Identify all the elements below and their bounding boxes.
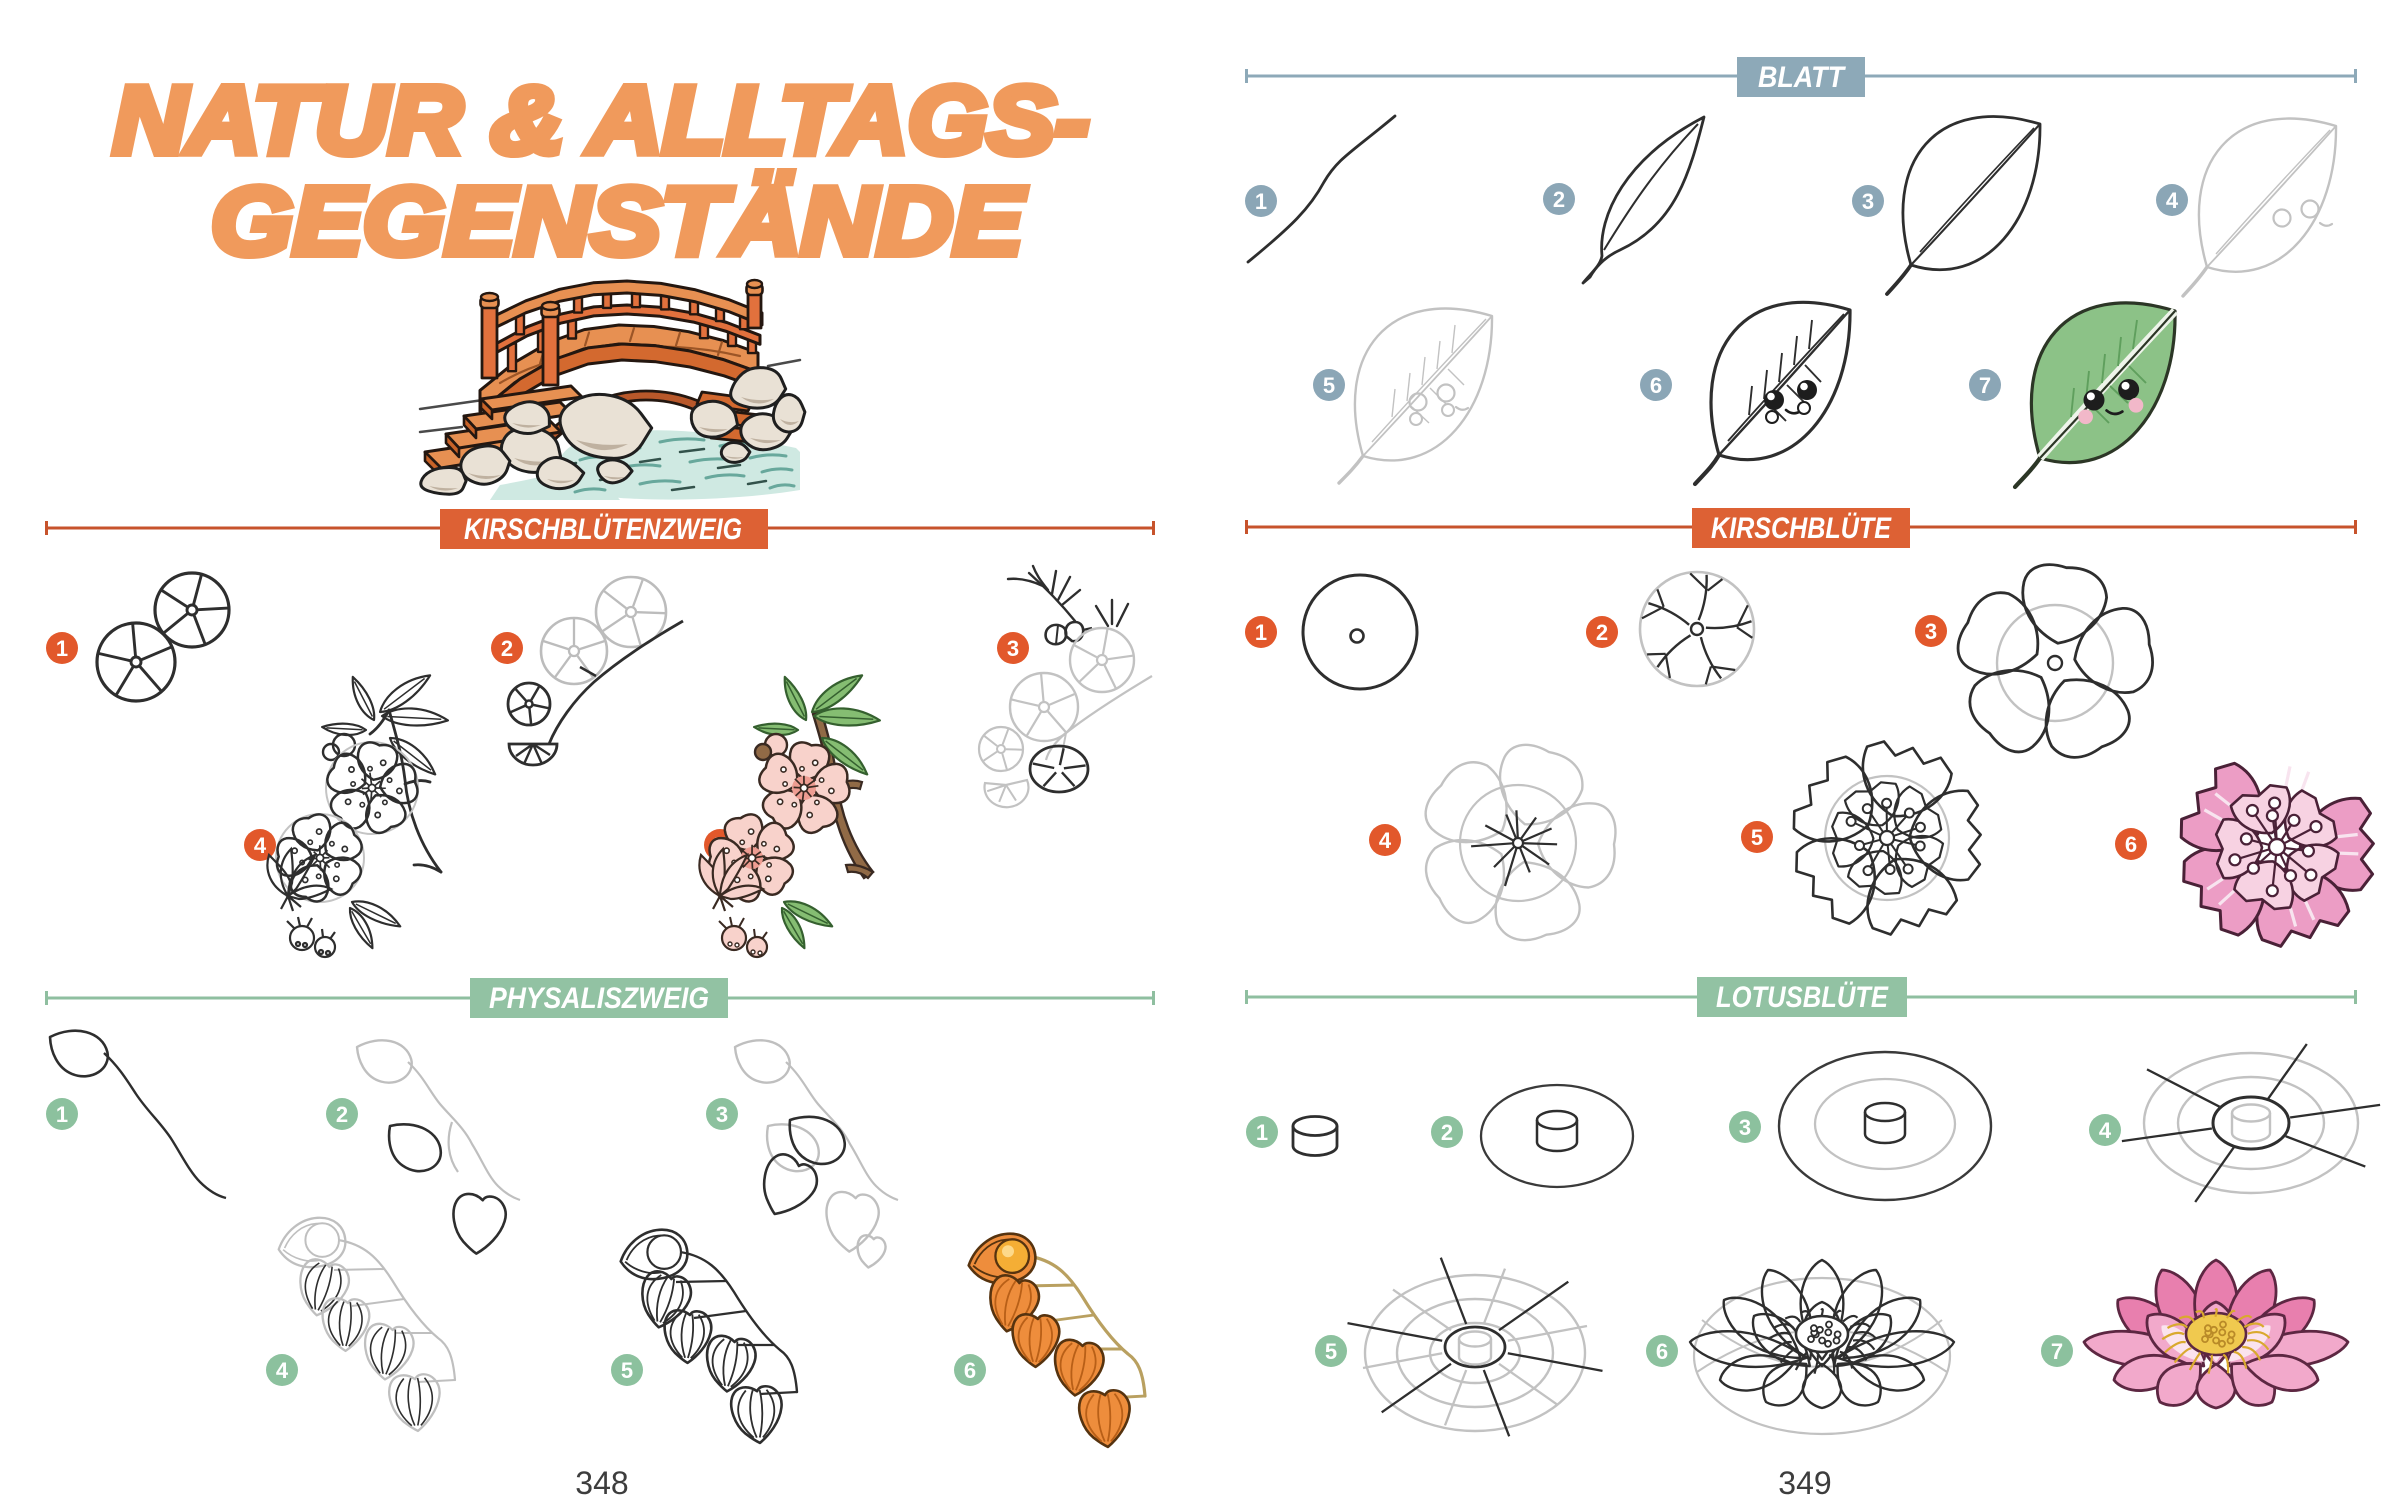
svg-text:3: 3 [1739, 1115, 1751, 1140]
svg-text:4: 4 [254, 833, 267, 858]
svg-text:3: 3 [716, 1102, 728, 1127]
svg-text:6: 6 [1650, 373, 1662, 398]
svg-text:6: 6 [2125, 832, 2137, 857]
svg-text:7: 7 [1979, 373, 1991, 398]
svg-text:1: 1 [56, 1102, 68, 1127]
svg-text:GEGENSTÄNDE: GEGENSTÄNDE [211, 168, 1026, 275]
svg-text:4: 4 [1379, 828, 1392, 853]
svg-text:4: 4 [276, 1358, 289, 1383]
svg-text:LOTUSBLÜTE: LOTUSBLÜTE [1716, 981, 1889, 1014]
svg-text:3: 3 [1862, 189, 1874, 214]
svg-text:5: 5 [1325, 1339, 1337, 1364]
svg-text:KIRSCHBLÜTE: KIRSCHBLÜTE [1711, 512, 1892, 545]
svg-text:5: 5 [621, 1358, 633, 1383]
svg-text:4: 4 [2166, 188, 2179, 213]
svg-text:7: 7 [2051, 1339, 2063, 1364]
svg-text:5: 5 [1323, 373, 1335, 398]
svg-text:1: 1 [1255, 620, 1267, 645]
svg-text:2: 2 [1553, 187, 1565, 212]
svg-text:2: 2 [1441, 1120, 1453, 1145]
svg-text:PHYSALISZWEIG: PHYSALISZWEIG [489, 982, 709, 1015]
svg-text:6: 6 [1656, 1339, 1668, 1364]
svg-text:1: 1 [56, 636, 68, 661]
svg-text:2: 2 [501, 636, 513, 661]
svg-text:1: 1 [1256, 1120, 1268, 1145]
svg-text:5: 5 [1751, 825, 1763, 850]
svg-text:NATUR & ALLTAGS-: NATUR & ALLTAGS- [113, 67, 1089, 174]
svg-text:348: 348 [575, 1465, 628, 1500]
svg-text:2: 2 [1596, 620, 1608, 645]
svg-text:1: 1 [1255, 189, 1267, 214]
svg-text:2: 2 [336, 1102, 348, 1127]
svg-text:KIRSCHBLÜTENZWEIG: KIRSCHBLÜTENZWEIG [464, 513, 742, 546]
svg-text:3: 3 [1007, 636, 1019, 661]
svg-text:6: 6 [964, 1358, 976, 1383]
svg-text:4: 4 [2099, 1118, 2112, 1143]
svg-text:349: 349 [1778, 1465, 1831, 1500]
svg-text:BLATT: BLATT [1758, 61, 1846, 94]
svg-text:3: 3 [1925, 619, 1937, 644]
